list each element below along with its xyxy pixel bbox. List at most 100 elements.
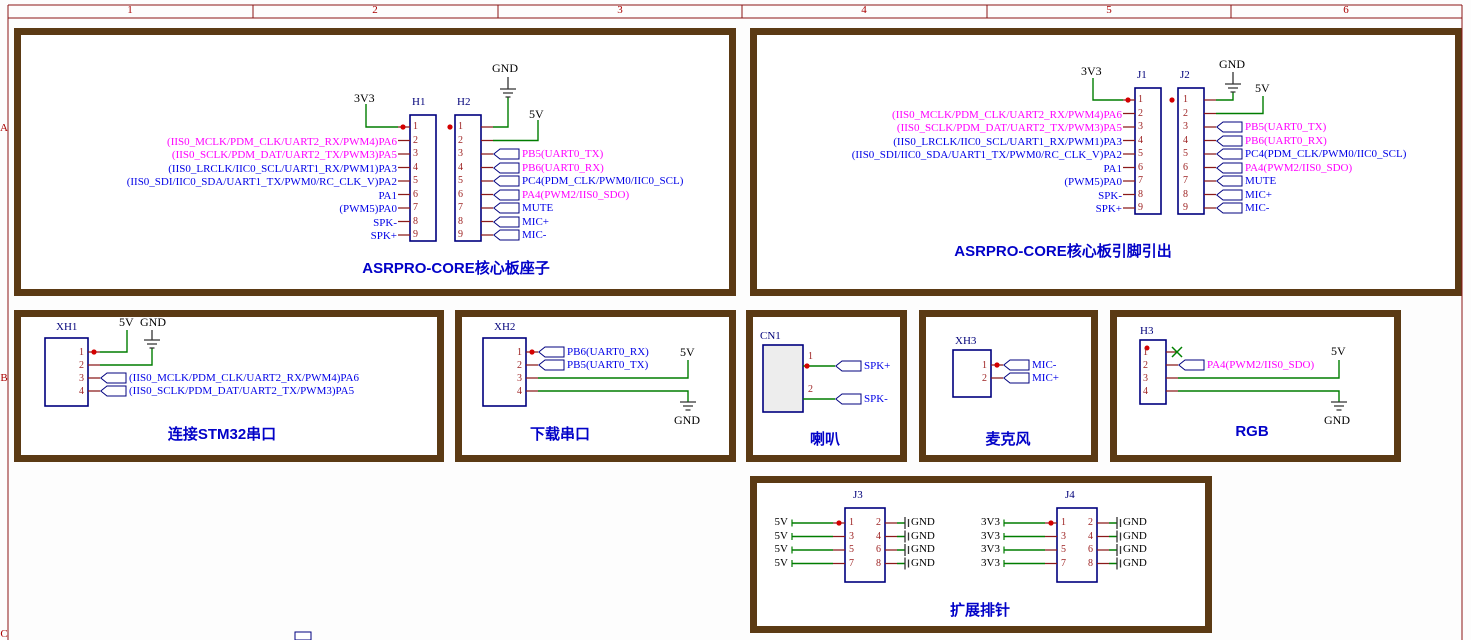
- net-label: (IIS0_LRCLK/IIC0_SCL/UART1_RX/PWM1)PA3: [168, 162, 397, 175]
- refdes-j2: J2: [1180, 69, 1190, 81]
- pin-number: 1: [849, 517, 854, 529]
- net-port: PA4(PWM2/IIS0_SDO): [1178, 359, 1314, 372]
- net-port: PB6(UART0_RX): [493, 161, 683, 175]
- net-port: MIC+: [493, 215, 683, 229]
- pin-number: 2: [1183, 107, 1188, 119]
- cn1-net-ports: SPK+ SPK-: [835, 350, 890, 416]
- pin-number: 5: [458, 175, 463, 187]
- pin-number: 5: [1138, 148, 1143, 160]
- pin-number: 7: [849, 557, 854, 569]
- pin-number: 4: [517, 385, 522, 397]
- ruler-col-3: 3: [617, 4, 623, 16]
- net-label: SPK-: [373, 216, 397, 229]
- pin-number: 1: [79, 346, 84, 358]
- net-port: MIC-: [1216, 201, 1406, 215]
- pin-number: 1: [808, 351, 813, 362]
- power-label-gnd: GND: [911, 556, 935, 569]
- net-port-icon: [493, 189, 520, 200]
- section-title-core-socket: ASRPRO-CORE核心板座子: [362, 260, 550, 277]
- power-label-3v3: 3V3: [1081, 64, 1102, 78]
- power-label-3v3: 3V3: [981, 529, 1000, 542]
- pin-number: 9: [1138, 202, 1143, 214]
- net-label: (IIS0_SDI/IIC0_SDA/UART1_TX/PWM0/RC_CLK_…: [126, 176, 397, 189]
- power-label-3v3: 3V3: [981, 516, 1000, 529]
- xh3-net-ports: MIC- MIC+: [1003, 359, 1059, 385]
- pin-number: 2: [876, 517, 881, 529]
- net-label: (IIS0_SCLK/PDM_DAT/UART2_TX/PWM3)PA5: [171, 149, 397, 162]
- power-label-5v: 5V: [1331, 344, 1346, 358]
- net-port: PB5(UART0_TX): [1216, 120, 1406, 134]
- section-title-speaker: 喇叭: [809, 431, 840, 448]
- power-label-5v: 5V: [774, 556, 788, 569]
- pin-number: 1: [982, 359, 987, 371]
- net-port: (IIS0_SCLK/PDM_DAT/UART2_TX/PWM3)PA5: [100, 385, 359, 398]
- pin-number: 2: [808, 384, 813, 395]
- net-port: MIC+: [1003, 372, 1059, 385]
- refdes-j1: J1: [1137, 69, 1147, 81]
- net-label: (IIS0_LRCLK/IIC0_SCL/UART1_RX/PWM1)PA3: [893, 135, 1122, 148]
- pin-number: 3: [517, 372, 522, 384]
- net-port: PC4(PDM_CLK/PWM0/IIC0_SCL): [1216, 147, 1406, 161]
- net-port-icon: [1178, 359, 1205, 371]
- pin-number: 6: [413, 188, 418, 200]
- refdes-xh3: XH3: [955, 335, 977, 347]
- pin-number: 3: [1143, 372, 1148, 384]
- power-label-gnd: GND: [140, 315, 166, 329]
- h1-net-labels: (IIS0_MCLK/PDM_CLK/UART2_RX/PWM4)PA6(IIS…: [40, 134, 397, 243]
- h3-net-ports: PA4(PWM2/IIS0_SDO): [1178, 359, 1314, 372]
- net-label: (IIS0_SCLK/PDM_DAT/UART2_TX/PWM3)PA5: [896, 122, 1122, 135]
- power-label-gnd: GND: [1123, 543, 1147, 556]
- net-label: SPK+: [370, 230, 397, 243]
- refdes-xh2: XH2: [494, 321, 516, 333]
- refdes-h2: H2: [457, 96, 471, 108]
- net-port-icon: [835, 393, 862, 405]
- pin-number: 6: [458, 188, 463, 200]
- net-port-icon: [493, 162, 520, 173]
- net-port-icon: [538, 346, 565, 358]
- j1-net-labels: (IIS0_MCLK/PDM_CLK/UART2_RX/PWM4)PA6(IIS…: [770, 107, 1122, 216]
- net-port-icon: [1003, 372, 1030, 384]
- section-title-download: 下载串口: [529, 426, 590, 443]
- ruler-row-b: B: [0, 372, 8, 384]
- pin-number: 2: [517, 359, 522, 371]
- power-label-gnd: GND: [1123, 516, 1147, 529]
- power-label-5v: 5V: [1255, 81, 1270, 95]
- xh1-net-ports: (IIS0_MCLK/PDM_CLK/UART2_RX/PWM4)PA6 (II…: [100, 372, 359, 398]
- pin-number: 1: [1061, 517, 1066, 529]
- net-port: PB6(UART0_RX): [538, 346, 649, 359]
- pin-number: 3: [1138, 121, 1143, 133]
- net-port: MIC-: [1003, 359, 1059, 372]
- power-label-5v: 5V: [680, 345, 695, 359]
- power-label-gnd: GND: [1324, 413, 1350, 427]
- net-port-icon: [493, 148, 520, 160]
- power-label-3v3: 3V3: [981, 556, 1000, 569]
- ruler-row-c: C: [0, 628, 8, 640]
- net-port: MIC+: [1216, 188, 1406, 202]
- pin-number: 8: [1138, 188, 1143, 200]
- pin-number: 4: [1088, 530, 1093, 542]
- pin-number: 6: [1138, 161, 1143, 173]
- h2-net-ports: PB5(UART0_TX) PB6(UART0_RX) PC4(PDM_CLK/…: [493, 147, 683, 242]
- refdes-h1: H1: [412, 96, 426, 108]
- pin-number: 7: [1183, 175, 1188, 187]
- net-label: (IIS0_MCLK/PDM_CLK/UART2_RX/PWM4)PA6: [167, 135, 397, 148]
- pin-number: 1: [1183, 94, 1188, 106]
- pin-number: 1: [1138, 94, 1143, 106]
- pin-number: 3: [1183, 121, 1188, 133]
- section-title-rgb: RGB: [1235, 423, 1269, 440]
- power-label-gnd: GND: [911, 516, 935, 529]
- net-port: PA4(PWM2/IIS0_SDO): [1216, 161, 1406, 175]
- net-port: MUTE: [1216, 174, 1406, 188]
- power-label-3v3: 3V3: [981, 543, 1000, 556]
- pin-number: 2: [1088, 517, 1093, 529]
- power-label-gnd: GND: [1219, 57, 1245, 71]
- j2-net-ports: PB5(UART0_TX) PB6(UART0_RX) PC4(PDM_CLK/…: [1216, 120, 1406, 215]
